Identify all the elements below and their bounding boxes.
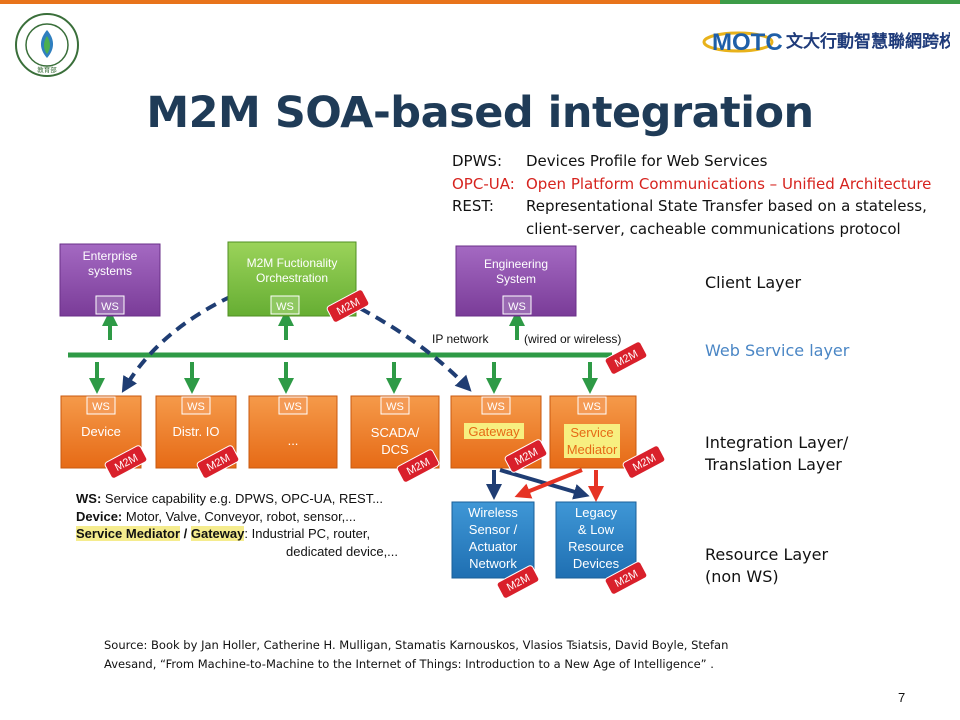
m2m-tag: M2M — [622, 445, 666, 479]
gateway-to-legacy-arrow — [499, 468, 590, 500]
integration-layer-label: Integration Layer/ Translation Layer — [705, 432, 848, 476]
page-title: M2M SOA-based integration — [146, 88, 814, 138]
mediator-label: Mediator — [567, 442, 618, 457]
box-label: Engineering — [484, 257, 548, 271]
m2m-tag: M2M — [104, 445, 148, 479]
ws-tag: WS — [284, 401, 302, 413]
mediator-to-wireless-arrow — [514, 468, 583, 499]
wired-wireless-label: (wired or wireless) — [524, 332, 621, 346]
box-label: Distr. IO — [173, 424, 220, 439]
source-citation: Source: Book by Jan Holler, Catherine H.… — [104, 636, 728, 674]
ws-tag: WS — [487, 401, 505, 413]
definition-term: OPC-UA: — [452, 174, 515, 193]
box-label: ... — [288, 433, 299, 448]
integration-layer-line1: Integration Layer/ — [705, 433, 849, 452]
note-term: Service Mediator — [76, 526, 181, 541]
note-term: WS: — [76, 491, 102, 506]
note-desc: Service capability e.g. DPWS, OPC-UA, RE… — [101, 491, 384, 506]
ws-tag: WS — [276, 301, 294, 313]
note-desc: Motor, Valve, Conveyor, robot, sensor,..… — [122, 508, 357, 524]
top-bar-orange — [0, 0, 720, 4]
top-bar-green — [720, 0, 960, 4]
definition-term: DPWS: — [452, 152, 503, 170]
note-desc: : Industrial PC, router, — [244, 526, 371, 541]
enterprise-systems-box: Enterprise systems WS — [59, 243, 161, 317]
box-label: Legacy — [575, 505, 617, 520]
box-label: DCS — [381, 442, 409, 457]
note-sep: / — [180, 526, 191, 541]
m2m-tag: M2M — [504, 439, 548, 473]
note-ws: WS: Service capability e.g. DPWS, OPC-UA… — [76, 490, 398, 508]
ws-tag: WS — [101, 301, 119, 313]
wireless-sensor-box: Wireless Sensor / Actuator Network — [451, 501, 535, 579]
engineering-system-box: Engineering System WS — [455, 245, 577, 317]
alliance-logo-mark: MOTC — [712, 29, 783, 56]
definition-desc: Open Platform Communications – Unified A… — [526, 174, 932, 193]
note-gateway-cont: dedicated device,... — [286, 543, 399, 559]
resource-layer-line2: (non WS) — [705, 567, 779, 586]
definition-desc: Devices Profile for Web Services — [526, 152, 768, 170]
m2m-tag: M2M — [396, 449, 440, 483]
ws-tag: WS — [187, 401, 205, 413]
m2m-tag: M2M — [196, 445, 240, 479]
resource-layer-label: Resource Layer (non WS) — [705, 544, 828, 588]
box-label: Device — [81, 424, 121, 439]
m2m-tag: M2M — [326, 289, 370, 323]
m2m-tag: M2M — [496, 565, 540, 599]
box-label: systems — [88, 264, 132, 278]
box-label: Sensor / — [469, 522, 518, 537]
definition-desc: client-server, cacheable communications … — [526, 219, 901, 238]
alliance-logo: MOTC 文大行動智慧聯網跨校聯盟 — [702, 29, 950, 56]
m2m-tag: M2M — [604, 561, 648, 595]
client-layer-label: Client Layer — [705, 273, 802, 292]
ws-tag: WS — [92, 401, 110, 413]
box-label: Resource — [568, 539, 624, 554]
box-label: Actuator — [469, 539, 518, 554]
definition-term: REST: — [452, 197, 494, 215]
note-device: Device: Motor, Valve, Conveyor, robot, s… — [76, 508, 398, 526]
ws-tag: WS — [508, 301, 526, 313]
source-line: Source: Book by Jan Holler, Catherine H.… — [104, 638, 729, 652]
m2m-tag: M2M — [604, 341, 648, 375]
box-label: Enterprise — [83, 249, 138, 263]
alliance-name: 文大行動智慧聯網跨校聯盟 — [786, 31, 950, 51]
legacy-devices-box: Legacy & Low Resource Devices — [555, 501, 637, 579]
service-mediator-box: WS Service Mediator — [549, 395, 637, 469]
integration-layer-line2: Translation Layer — [705, 455, 842, 474]
box-label: Orchestration — [256, 271, 328, 285]
mediator-label: Service — [570, 425, 613, 440]
definition-desc: Representational State Transfer based on… — [526, 197, 927, 215]
note-gateway: Service Mediator / Gateway: Industrial P… — [76, 525, 398, 543]
box-label: System — [496, 272, 536, 286]
web-service-layer-label: Web Service layer — [705, 341, 850, 360]
ip-network-label: IP network — [432, 332, 489, 346]
ws-tag: WS — [583, 401, 601, 413]
note-term: Device: — [76, 508, 123, 524]
box-label: SCADA/ — [371, 425, 420, 440]
seal-caption: 教育部 — [37, 65, 57, 74]
ws-tag: WS — [386, 401, 404, 413]
page-number: 7 — [898, 690, 906, 705]
orchestration-arrow-left — [121, 294, 233, 393]
box-label: Network — [469, 556, 517, 571]
resource-layer-line1: Resource Layer — [705, 545, 829, 564]
ellipsis-box: WS ... — [248, 395, 338, 469]
box-label: Devices — [573, 556, 620, 571]
source-line: Avesand, “From Machine-to-Machine to the… — [104, 657, 714, 671]
ministry-seal-logo: 教育部 — [15, 13, 79, 77]
scada-dcs-box: WS SCADA/ DCS — [350, 395, 440, 469]
box-label: & Low — [578, 522, 615, 537]
box-label: Wireless — [468, 505, 518, 520]
note-term: Gateway — [190, 526, 245, 541]
box-label: M2M Fuctionality — [247, 256, 338, 270]
gateway-label: Gateway — [468, 424, 520, 439]
notes-block: WS: Service capability e.g. DPWS, OPC-UA… — [76, 490, 398, 560]
